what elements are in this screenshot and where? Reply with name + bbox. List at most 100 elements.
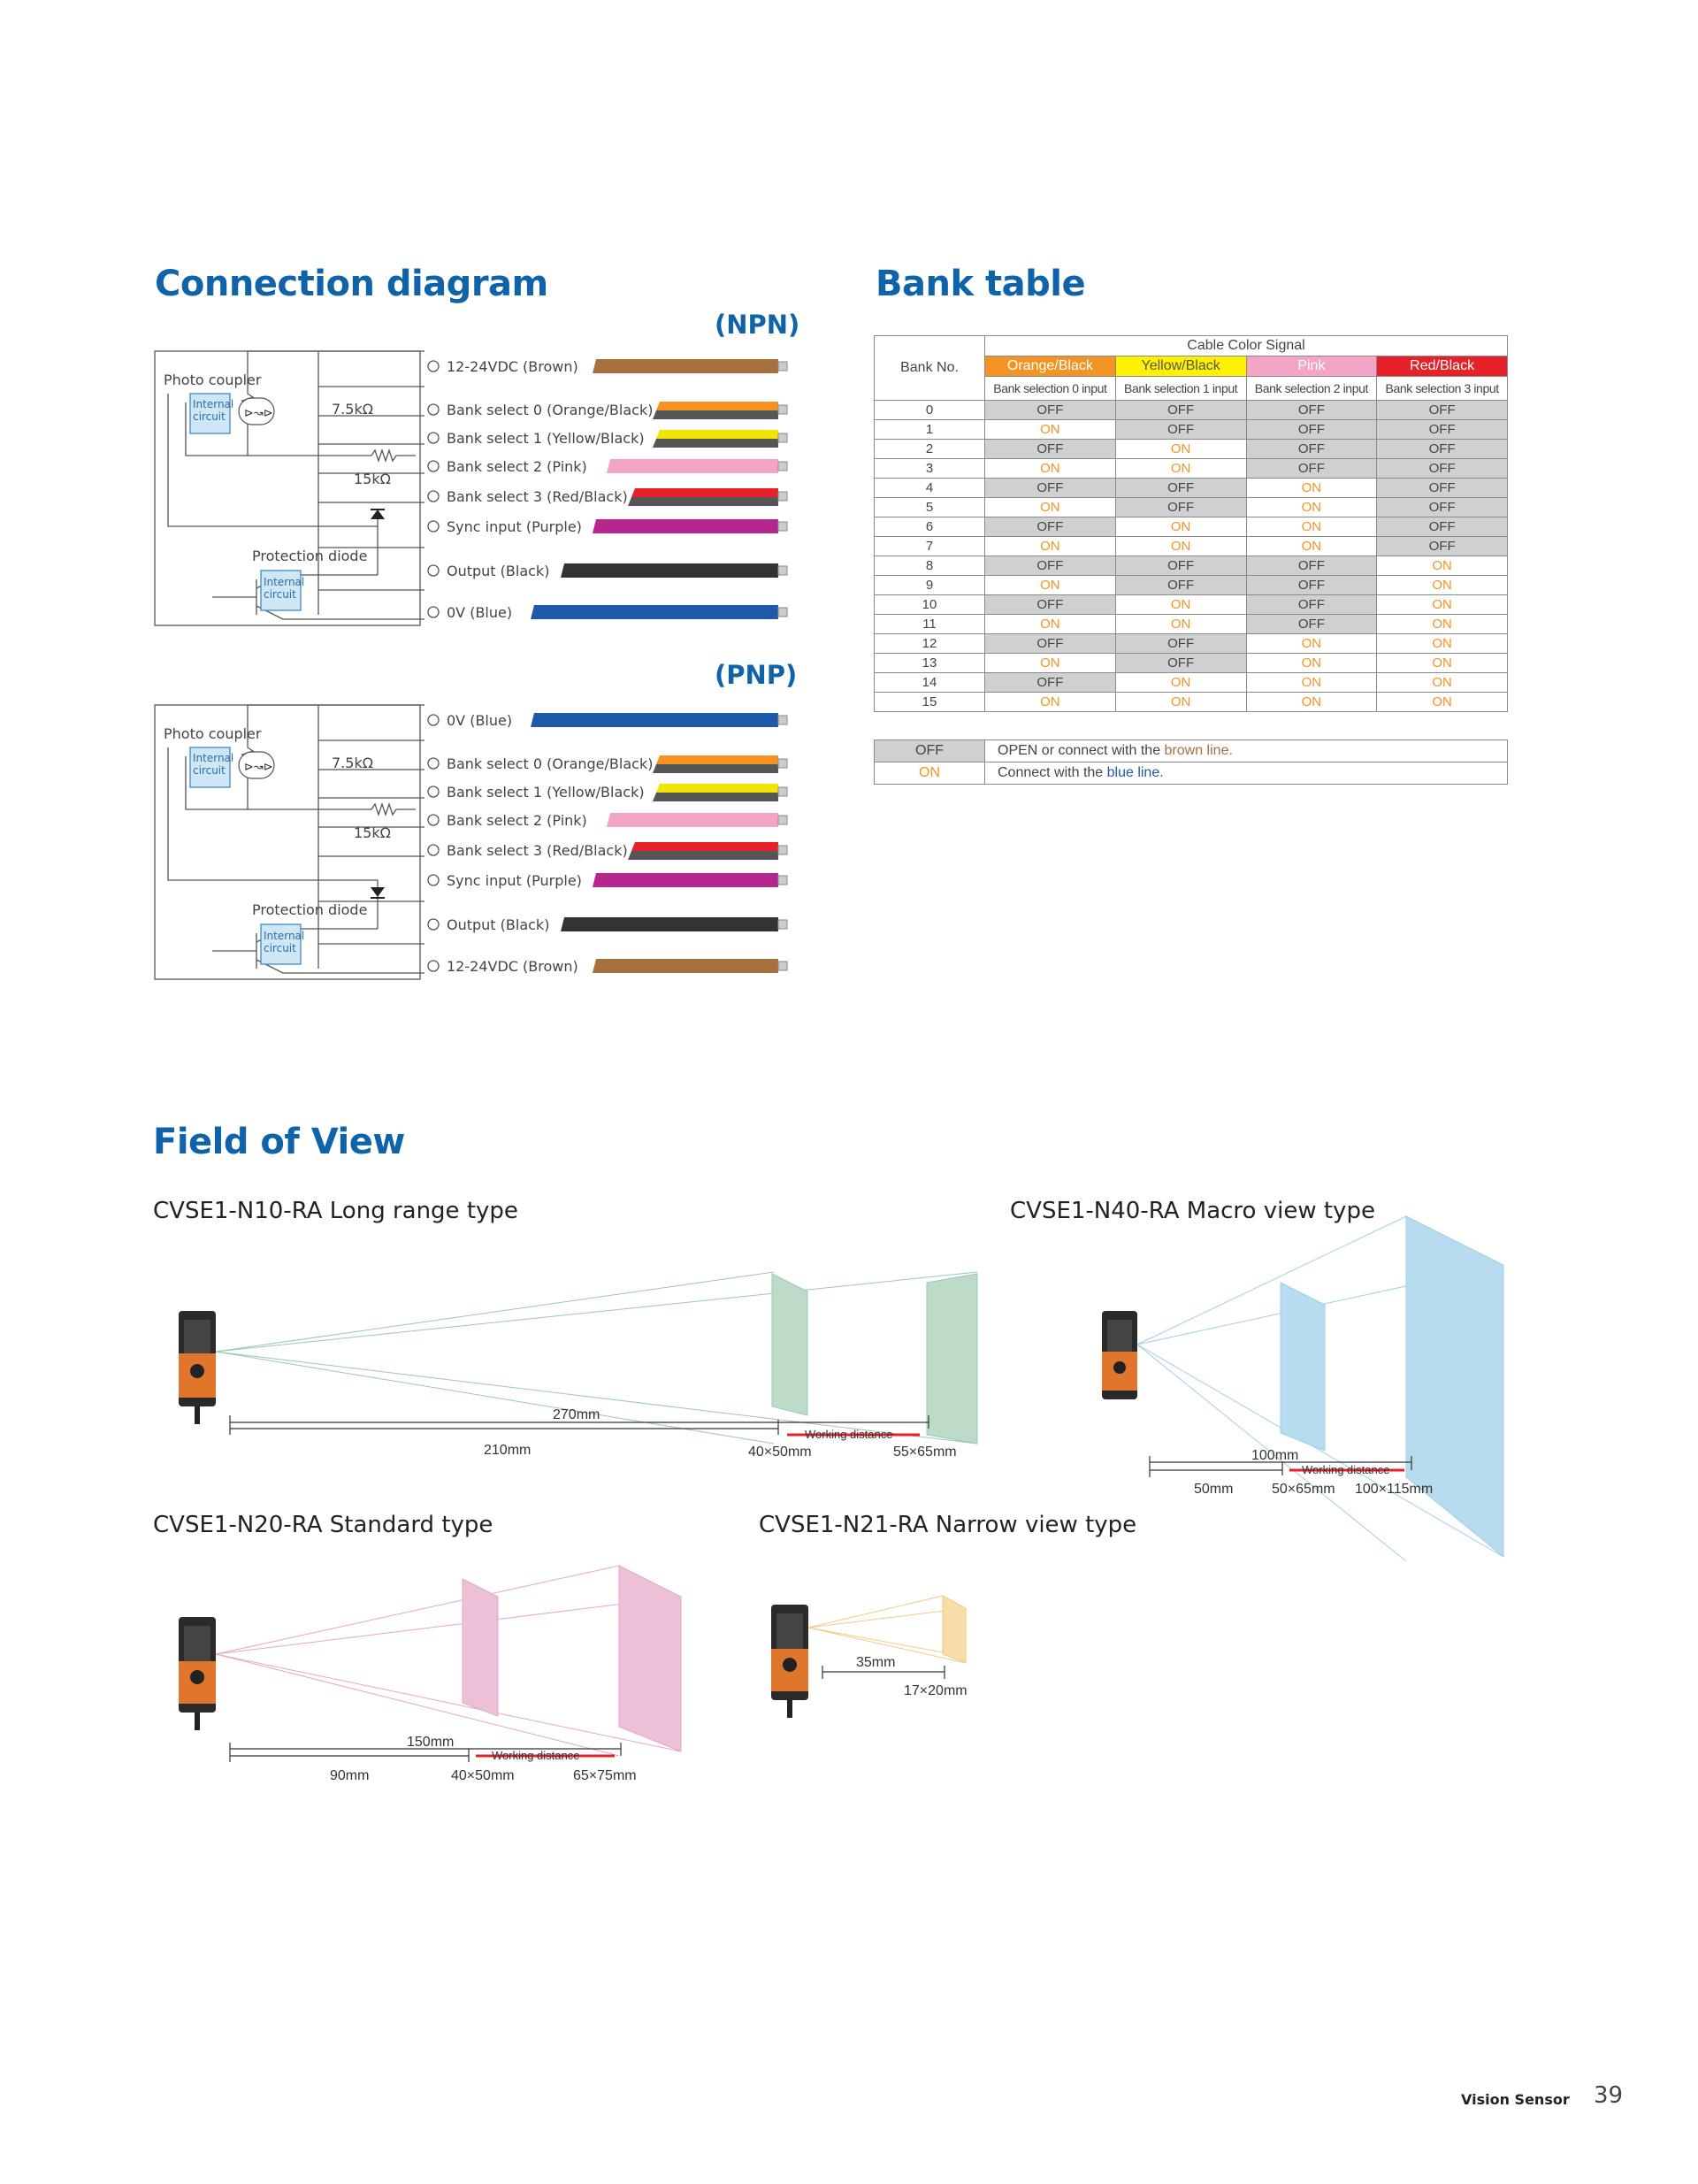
protection-diode-label: Protection diode <box>252 901 367 918</box>
cable-yellow-black <box>653 430 788 448</box>
svg-text:Internal: Internal <box>193 398 233 410</box>
cable-black <box>561 563 788 578</box>
bank-signal-cell: ON <box>984 458 1116 479</box>
bank-signal-cell: ON <box>1245 517 1378 537</box>
cable-color-signal-header: Cable Color Signal <box>984 335 1508 356</box>
bank-signal-cell: OFF <box>984 400 1116 420</box>
bank-signal-cell: OFF <box>1114 478 1247 498</box>
bank-signal-cell: ON <box>1376 653 1508 673</box>
bank-signal-cell: OFF <box>1245 614 1378 634</box>
sensor-icon <box>1102 1311 1137 1399</box>
bank-signal-cell: ON <box>1114 458 1247 479</box>
npn-wire-label: 12-24VDC (Brown) <box>447 358 578 375</box>
bank-signal-cell: ON <box>984 497 1116 517</box>
bank-signal-cell: ON <box>1114 536 1247 556</box>
npn-circuit: Internal circuit ⊳↝⊳ Photo coupler 7.5kΩ… <box>142 341 796 645</box>
n10-fov-diagram: 270mm 210mm Working distance 40×50mm 55×… <box>179 1271 978 1460</box>
legend-on: ON <box>874 762 985 785</box>
bank-signal-cell: ON <box>1376 614 1508 634</box>
bank-signal-cell: OFF <box>1376 497 1508 517</box>
n40-size1: 50×65mm <box>1272 1482 1335 1497</box>
bank-number-cell: 7 <box>874 536 985 556</box>
photo-coupler-label: Photo coupler <box>164 725 262 742</box>
bank-signal-cell: ON <box>984 536 1116 556</box>
svg-text:circuit: circuit <box>193 764 226 777</box>
bank-signal-cell: OFF <box>1114 419 1247 440</box>
bank-no-header: Bank No. <box>874 335 985 401</box>
cable-black <box>561 917 788 931</box>
bank-signal-cell: ON <box>984 653 1116 673</box>
npn-wire-label: Bank select 1 (Yellow/Black) <box>447 430 645 447</box>
n10-size2: 55×65mm <box>893 1445 957 1460</box>
pnp-wire-label: 0V (Blue) <box>447 712 512 729</box>
bank-signal-cell: OFF <box>984 594 1116 615</box>
n21-title: CVSE1-N21-RA Narrow view type <box>759 1512 1137 1538</box>
bank-signal-cell: OFF <box>984 556 1116 576</box>
cable-blue <box>531 605 788 619</box>
bank-signal-cell: ON <box>1114 517 1247 537</box>
input-header: Bank selection 2 input <box>1245 376 1378 401</box>
bank-number-cell: 13 <box>874 653 985 673</box>
footer-label: Vision Sensor <box>1461 2091 1570 2108</box>
bank-number-cell: 15 <box>874 692 985 712</box>
n20-working-distance: Working distance <box>492 1749 579 1762</box>
pnp-circuit: Internal circuit ⊳↝⊳ Photo coupler 7.5kΩ… <box>142 694 796 999</box>
resistor-2-label: 15kΩ <box>354 824 391 841</box>
pnp-wire-label: Output (Black) <box>447 916 549 933</box>
legend-off-text: OPEN or connect with the brown line. <box>984 739 1508 762</box>
color-header-red: Red/Black <box>1376 356 1508 377</box>
pnp-tag: (PNP) <box>715 660 798 690</box>
bank-signal-cell: ON <box>1245 692 1378 712</box>
npn-wire-label: Sync input (Purple) <box>447 518 582 535</box>
n10-total: 270mm <box>553 1407 600 1422</box>
bank-number-cell: 2 <box>874 439 985 459</box>
bank-signal-cell: ON <box>984 692 1116 712</box>
npn-wire-label: Output (Black) <box>447 563 549 579</box>
bank-signal-cell: OFF <box>1245 594 1378 615</box>
resistor-1-label: 7.5kΩ <box>332 755 373 771</box>
resistor-1-label: 7.5kΩ <box>332 401 373 418</box>
n10-working-distance: Working distance <box>805 1428 892 1441</box>
connection-diagram-title: Connection diagram <box>155 264 548 304</box>
bank-signal-cell: OFF <box>1114 633 1247 654</box>
bank-signal-cell: OFF <box>1376 419 1508 440</box>
bank-signal-cell: OFF <box>1114 400 1247 420</box>
bank-signal-cell: OFF <box>1245 556 1378 576</box>
bank-table-title: Bank table <box>876 264 1086 304</box>
cable-pink <box>607 459 788 473</box>
color-header-yellow: Yellow/Black <box>1114 356 1247 377</box>
cable-purple <box>593 873 788 887</box>
bank-signal-cell: OFF <box>1245 458 1378 479</box>
bank-signal-cell: OFF <box>1245 439 1378 459</box>
svg-text:⊳↝⊳: ⊳↝⊳ <box>244 761 273 774</box>
cable-blue <box>531 713 788 727</box>
legend-on-text: Connect with the blue line. <box>984 762 1508 785</box>
bank-number-cell: 3 <box>874 458 985 479</box>
bank-number-cell: 9 <box>874 575 985 595</box>
bank-signal-cell: OFF <box>984 672 1116 693</box>
bank-signal-cell: ON <box>1376 692 1508 712</box>
color-header-orange: Orange/Black <box>984 356 1116 377</box>
bank-signal-cell: ON <box>1114 594 1247 615</box>
n40-working-distance: Working distance <box>1302 1463 1389 1476</box>
sensor-icon <box>179 1617 216 1730</box>
n20-near: 90mm <box>330 1768 369 1783</box>
bank-signal-cell: OFF <box>1245 400 1378 420</box>
legend-off: OFF <box>874 739 985 762</box>
svg-text:Internal: Internal <box>193 752 233 764</box>
input-header: Bank selection 1 input <box>1114 376 1247 401</box>
protection-diode-label: Protection diode <box>252 548 367 564</box>
bank-signal-cell: ON <box>1376 672 1508 693</box>
n20-size2: 65×75mm <box>573 1768 637 1783</box>
pnp-wire-label: Bank select 2 (Pink) <box>447 812 587 829</box>
cable-orange-black <box>653 755 788 773</box>
n40-total: 100mm <box>1251 1448 1298 1463</box>
cable-purple <box>593 519 788 533</box>
